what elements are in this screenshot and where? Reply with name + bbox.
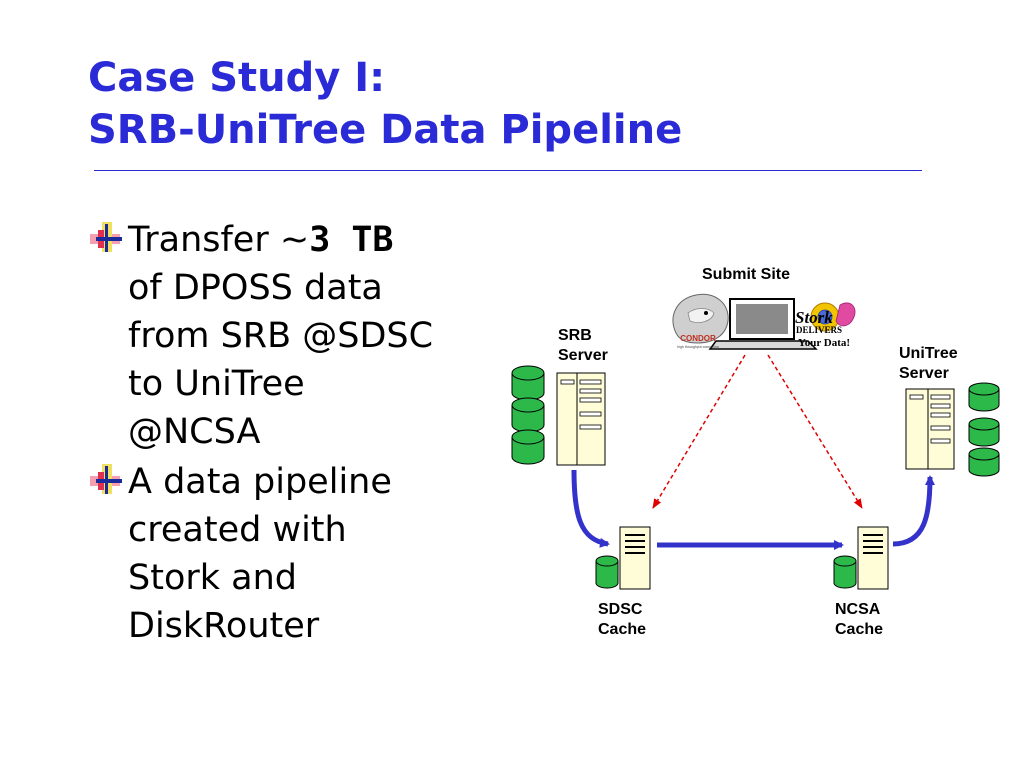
- title-line-2: SRB-UniTree Data Pipeline: [88, 107, 683, 153]
- bullet-transfer: Transfer ~3 TB of DPOSS data from SRB @S…: [88, 216, 508, 456]
- condor-logo-text: CONDOR: [680, 334, 716, 343]
- label-sdsc-cache: SDSC Cache: [598, 601, 647, 638]
- srb-server-icon: [556, 372, 606, 466]
- bullet-line: created with: [128, 510, 347, 550]
- disk-icon: [968, 417, 1000, 447]
- disk-icon: [511, 429, 545, 465]
- condor-logo: CONDOR high throughput computing: [672, 293, 729, 349]
- label-submit-site: Submit Site: [702, 266, 791, 283]
- stork-logo: Stork DELIVERS Your Data!: [795, 302, 856, 349]
- flow-arrow-srb-to-sdsc: [571, 469, 610, 548]
- stork-delivers-text: DELIVERS: [796, 325, 842, 335]
- bullet-line: to UniTree: [128, 364, 305, 404]
- title-underline: [94, 170, 922, 171]
- pipeline-diagram: CONDOR high throughput computing Stork D…: [500, 255, 1020, 675]
- stork-logo-text: Stork: [795, 308, 833, 327]
- bullet-line: Stork and: [128, 558, 297, 598]
- laptop-icon: [708, 298, 818, 350]
- condor-tagline: high throughput computing: [677, 345, 718, 349]
- bullet-line: Transfer ~3 TB: [128, 220, 394, 260]
- label-ncsa-cache: NCSA Cache: [835, 601, 884, 638]
- title-line-1: Case Study I:: [88, 55, 386, 101]
- flow-arrow-ncsa-to-unitree: [892, 475, 935, 547]
- bullet-line: A data pipeline: [128, 462, 392, 502]
- srb-disks: [511, 365, 545, 465]
- bullet-line: DiskRouter: [128, 606, 320, 646]
- bullet-line: from SRB @SDSC: [128, 316, 434, 356]
- stork-your-data-text: Your Data!: [798, 337, 850, 349]
- bullet-list: Transfer ~3 TB of DPOSS data from SRB @S…: [88, 216, 508, 652]
- unitree-disks: [968, 382, 1000, 477]
- control-arrow-to-sdsc: [652, 354, 746, 509]
- disk-icon: [968, 382, 1000, 412]
- bullet-pipeline: A data pipeline created with Stork and D…: [88, 458, 508, 650]
- sdsc-cache-icon: [595, 526, 651, 590]
- slide-title: Case Study I: SRB-UniTree Data Pipeline: [88, 52, 682, 156]
- bullet-line: of DPOSS data: [128, 268, 383, 308]
- bullet-icon: [90, 464, 122, 494]
- bullet-line: @NCSA: [128, 412, 261, 452]
- disk-icon: [511, 365, 545, 401]
- label-unitree-server: UniTree Server: [899, 345, 958, 382]
- disk-icon: [968, 447, 1000, 477]
- diagram-canvas: CONDOR high throughput computing Stork D…: [511, 293, 1000, 590]
- unitree-server-icon: [905, 388, 955, 470]
- bullet-icon: [90, 222, 122, 252]
- label-srb-server: SRB Server: [558, 327, 608, 364]
- disk-icon: [511, 397, 545, 433]
- ncsa-cache-icon: [833, 526, 889, 590]
- control-arrow-to-ncsa: [767, 354, 863, 509]
